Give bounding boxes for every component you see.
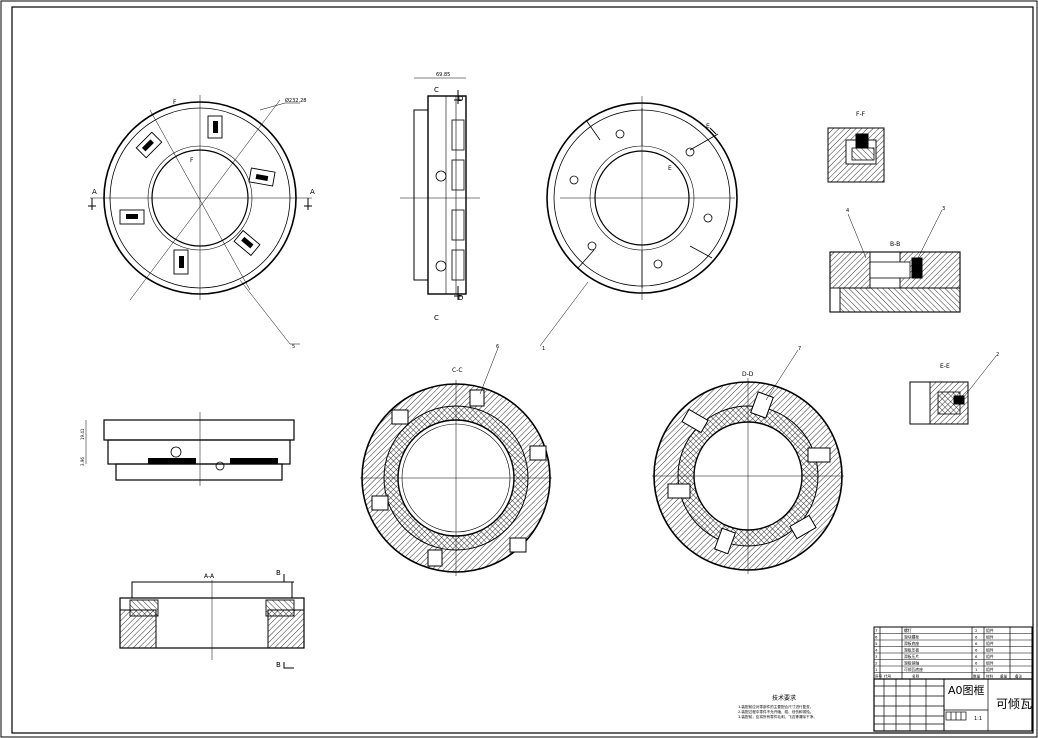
label-cc: C-C xyxy=(452,367,463,374)
bom-material: 组件 xyxy=(986,667,994,672)
front-view xyxy=(85,412,295,486)
bom-no: 3 xyxy=(875,654,878,659)
label-dd: D-D xyxy=(742,371,754,378)
title-block xyxy=(873,678,1033,732)
inner-border xyxy=(11,6,1034,734)
label-item-5: 5 xyxy=(292,344,295,350)
label-a-left: A xyxy=(92,188,97,196)
bom-header-remark: 备注 xyxy=(1015,673,1023,678)
technical-notes: 技术要求 1.装配前应对零部件的主要配合尺寸进行复查。 2.装配过程中零件不允许… xyxy=(738,694,817,719)
label-aa: A-A xyxy=(204,573,215,580)
tech-line-2: 2.装配过程中零件不允许磕、碰、划伤和锈蚀。 xyxy=(738,709,813,714)
section-cc xyxy=(360,347,552,576)
label-c-top: C xyxy=(434,86,439,94)
label-e-mid: E xyxy=(668,165,672,172)
label-a-right: A xyxy=(310,188,315,196)
label-item-3: 3 xyxy=(942,206,945,212)
label-item-2: 2 xyxy=(996,352,999,358)
label-item-1: 1 xyxy=(542,346,545,352)
label-item-6: 6 xyxy=(496,344,499,350)
section-ee xyxy=(909,355,997,425)
section-ff xyxy=(827,127,885,183)
tech-line-3: 3.装配前，应将所有零件毛刺、飞边等清除干净。 xyxy=(738,714,817,719)
bom-material: 组件 xyxy=(986,628,994,633)
title-scale: 1:1 xyxy=(974,716,982,722)
bom-qty: 2 xyxy=(975,628,978,633)
bom-qty: 6 xyxy=(975,647,978,652)
bom-header-material: 材料 xyxy=(986,673,994,678)
bom-qty: 6 xyxy=(975,660,978,665)
bom-header-qty: 数量 xyxy=(973,673,981,678)
bom-qty: 6 xyxy=(975,641,978,646)
label-d-bottom: D xyxy=(458,294,463,302)
bom-no: 2 xyxy=(875,660,878,665)
label-d-top: D xyxy=(458,95,463,103)
bom-no: 7 xyxy=(875,628,878,633)
bom-material: 组件 xyxy=(986,641,994,646)
label-ee: E-E xyxy=(940,363,950,370)
dim-diameter: Ø232.28 xyxy=(285,97,306,104)
bom-rows: 7 螺钉 2 组件 6 滑块螺栓 6 组件 5 滑板底座 6 组件 4 滑板压板 6 组件 3 滑板压片 6 组件 2 滑… xyxy=(874,628,1032,678)
dim-height-2: 3.96 xyxy=(80,457,85,466)
tech-line-1: 1.装配前应对零部件的主要配合尺寸进行复查。 xyxy=(738,704,813,709)
bom-header-weight: 重量 xyxy=(1000,673,1008,678)
label-c-bottom: C xyxy=(434,314,439,322)
bom-qty: 6 xyxy=(975,634,978,639)
tech-title: 技术要求 xyxy=(772,694,796,702)
section-aa xyxy=(119,574,305,669)
title-part-name: 可倾瓦 xyxy=(996,697,1032,711)
bom-material: 组件 xyxy=(986,647,994,652)
bom-qty: 6 xyxy=(975,654,978,659)
bom-name: 滑块螺栓 xyxy=(904,634,919,639)
side-view xyxy=(400,77,480,300)
bom-no: 4 xyxy=(875,647,878,652)
bom-qty: 1 xyxy=(975,667,978,672)
bom-name: 滑板压板 xyxy=(904,647,919,652)
label-f-center: F xyxy=(190,157,194,164)
bom-no: 6 xyxy=(875,634,878,639)
bom-material: 组件 xyxy=(986,634,994,639)
section-dd xyxy=(652,349,844,574)
top-view-assembly xyxy=(88,95,312,345)
bom-name: 滑板底座 xyxy=(904,641,919,646)
bom-no: 1 xyxy=(875,667,878,672)
bom-header-name: 名称 xyxy=(912,673,920,678)
label-item-7: 7 xyxy=(798,346,801,352)
bom-name: 螺钉 xyxy=(904,628,912,633)
bom-header-code: 代号 xyxy=(884,673,892,678)
bom-no: 5 xyxy=(875,641,878,646)
bom-header-no: 序号 xyxy=(875,673,883,678)
label-e-top: E xyxy=(706,123,710,130)
bom-name: 可倾瓦底座 xyxy=(904,667,923,672)
bom-name: 滑板销轴 xyxy=(904,660,919,665)
base-view xyxy=(539,96,738,347)
bom-material: 组件 xyxy=(986,654,994,659)
label-f-top: F xyxy=(173,99,177,106)
label-b-top: B xyxy=(276,569,281,577)
label-ff: F-F xyxy=(856,111,866,118)
dim-width: 69.85 xyxy=(436,72,450,78)
dim-height-1: 19.41 xyxy=(80,428,85,440)
bom-name: 滑板压片 xyxy=(904,654,919,659)
bom-material: 组件 xyxy=(986,660,994,665)
label-b-bottom: B xyxy=(276,661,281,669)
section-bb xyxy=(829,209,961,313)
title-frame: A0图框 xyxy=(948,684,985,697)
label-bb: B-B xyxy=(890,241,900,248)
label-item-4: 4 xyxy=(846,208,849,214)
